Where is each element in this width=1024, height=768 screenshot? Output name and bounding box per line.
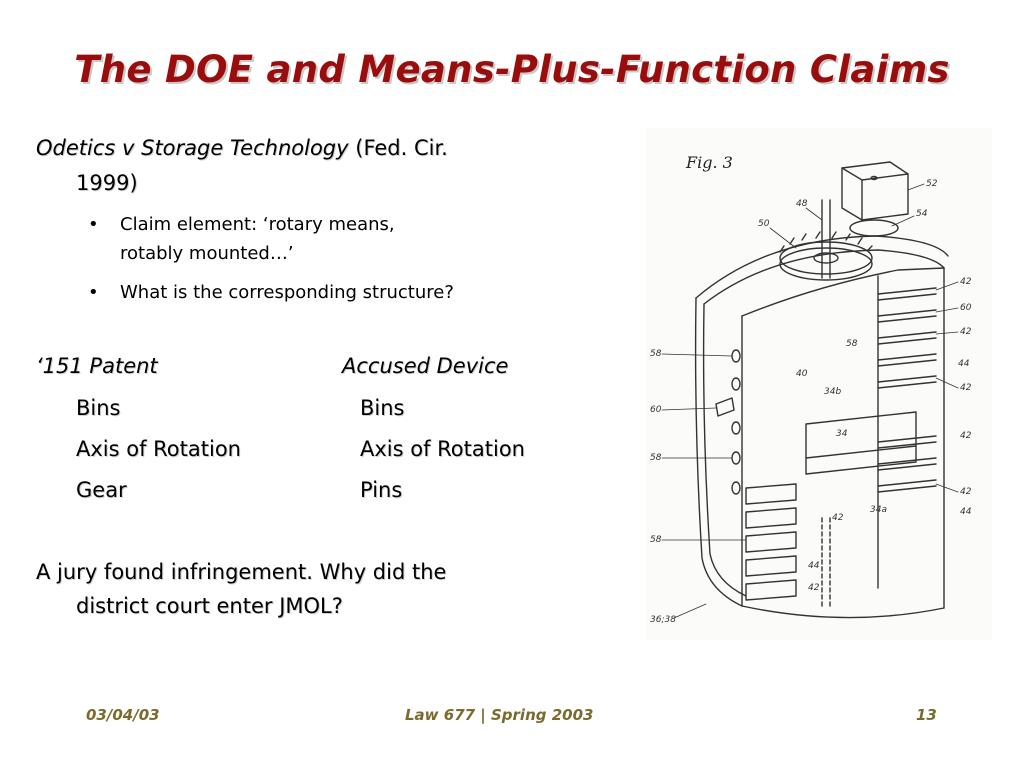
comparison-right-row: Pins xyxy=(360,478,403,502)
comparison-right-row: Axis of Rotation xyxy=(360,437,525,461)
footer-page-number: 13 xyxy=(916,706,937,724)
footer-date: 03/04/03 xyxy=(86,706,160,724)
shaft xyxy=(821,199,831,279)
cabinet-left-inner xyxy=(702,303,747,597)
bins-lower-left xyxy=(745,483,797,601)
leader-lines xyxy=(661,183,959,619)
comparison-right-row: Bins xyxy=(360,396,405,420)
small-gear xyxy=(849,219,899,237)
ref-label: 34 xyxy=(836,429,848,439)
bullet-2-line-1: What is the corresponding structure? xyxy=(120,282,454,303)
comparison-left-row: Axis of Rotation xyxy=(76,437,241,461)
patent-drawing: Fig. 3 52 48 54 50 42 60 42 58 44 42 40 … xyxy=(650,153,972,625)
pin xyxy=(715,397,735,417)
case-citation: Odetics v Storage Technology (Fed. Cir. xyxy=(36,136,448,160)
ref-label: 58 xyxy=(650,453,662,463)
figure-caption: Fig. 3 xyxy=(685,153,733,172)
ref-label: 60 xyxy=(650,405,662,415)
patent-figure: Fig. 3 52 48 54 50 42 60 42 58 44 42 40 … xyxy=(646,128,992,640)
ref-label: 42 xyxy=(960,327,972,337)
ref-label: 42 xyxy=(832,513,844,523)
ref-label: 58 xyxy=(846,339,858,349)
bullet-1-line-1: Claim element: ‘rotary means, xyxy=(120,214,395,235)
ref-label: 44 xyxy=(958,359,970,369)
motor-box xyxy=(841,161,909,221)
ref-label: 42 xyxy=(960,487,972,497)
ref-label: 54 xyxy=(916,209,928,219)
middle-shelf xyxy=(805,411,917,459)
side-holes xyxy=(731,349,741,495)
case-court: (Fed. Cir. xyxy=(355,136,448,160)
bins-right xyxy=(877,287,937,493)
reference-labels: 52 48 54 50 42 60 42 58 44 42 40 34b 58 … xyxy=(650,179,972,625)
comparison-right-header: Accused Device xyxy=(342,354,509,378)
case-name: Odetics v Storage Technology xyxy=(36,136,349,160)
slide-title: The DOE and Means-Plus-Function Claims xyxy=(74,48,950,91)
ref-label: 34b xyxy=(824,387,841,397)
ref-label: 50 xyxy=(758,219,770,229)
ref-label: 40 xyxy=(796,369,808,379)
ref-label: 44 xyxy=(960,507,972,517)
ref-label: 58 xyxy=(650,349,662,359)
ref-label: 34a xyxy=(870,505,887,515)
ref-label: 42 xyxy=(808,583,820,593)
case-year: 1999) xyxy=(76,171,138,195)
ref-label: 42 xyxy=(960,277,972,287)
bullet-1-line-2: rotably mounted…’ xyxy=(120,243,294,264)
bullet-marker: • xyxy=(88,282,99,303)
bullet-marker: • xyxy=(88,214,99,235)
cabinet-left-side xyxy=(694,297,743,607)
cabinet-bottom xyxy=(741,605,945,619)
middle-shelf-edge xyxy=(805,445,917,475)
comparison-left-row: Gear xyxy=(76,478,127,502)
cabinet-top-inner-edge xyxy=(703,249,945,305)
cabinet-front-top xyxy=(741,267,945,317)
gear xyxy=(779,231,873,281)
axis-rod xyxy=(821,517,831,609)
comparison-left-row: Bins xyxy=(76,396,121,420)
ref-label: 42 xyxy=(960,431,972,441)
ref-label: 48 xyxy=(796,199,808,209)
ref-label: 42 xyxy=(960,383,972,393)
ref-label: 58 xyxy=(650,535,662,545)
comparison-left-header: ‘151 Patent xyxy=(36,354,158,378)
conclusion-line-2: district court enter JMOL? xyxy=(76,594,343,618)
ref-label: 36;38 xyxy=(650,615,676,625)
ref-label: 44 xyxy=(808,561,820,571)
conclusion-line-1: A jury found infringement. Why did the xyxy=(36,560,447,584)
footer-course: Law 677 | Spring 2003 xyxy=(405,706,594,724)
ref-label: 52 xyxy=(926,179,938,189)
ref-label: 60 xyxy=(960,303,972,313)
